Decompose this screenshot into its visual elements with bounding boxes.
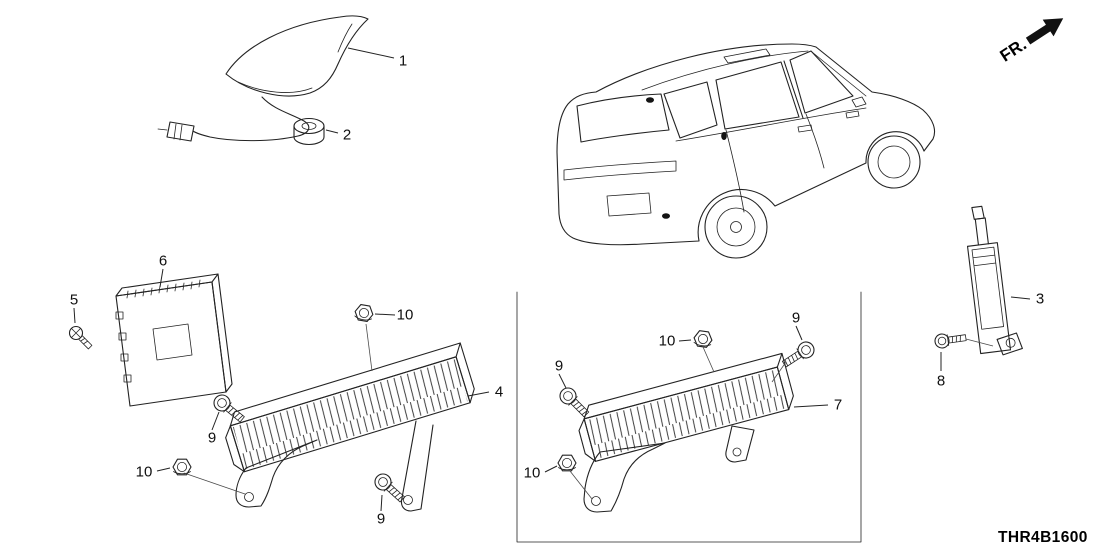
sub-assembly-frame: [516, 291, 862, 543]
callout-2: 2: [342, 126, 352, 144]
fr-arrow-icon: [1026, 18, 1064, 45]
quarter-window: [663, 81, 718, 139]
part-4-amplifier-drawing: [225, 342, 475, 512]
pillar-unit-location-mark: [721, 132, 727, 140]
leader-lines: [73, 47, 1031, 512]
roof-antenna-location-mark: [646, 97, 654, 103]
diagram-code: THR4B1600: [998, 529, 1088, 546]
callout-9b: 9: [376, 510, 386, 528]
part-1-roof-antenna-drawing: [157, 15, 369, 142]
front-door-window: [789, 50, 854, 114]
callout-8: 8: [936, 372, 946, 390]
part-9-bolt-icon-b: [374, 473, 405, 503]
callout-6: 6: [158, 252, 168, 270]
part-3-unit-drawing: [966, 205, 1023, 356]
callout-4: 4: [494, 383, 504, 401]
callout-10d: 10: [523, 464, 541, 482]
part-2-antenna-nut-drawing: [293, 117, 325, 146]
callout-7: 7: [833, 396, 843, 414]
fr-direction-indicator: FR.: [997, 9, 1071, 67]
callout-1: 1: [398, 52, 408, 70]
part-10-nut-icon-b: [172, 458, 192, 476]
callout-9a: 9: [207, 429, 217, 447]
part-5-screw-icon: [68, 325, 93, 350]
part-7-amplifier-drawing: [578, 352, 794, 513]
part-9-bolt-icon-a: [213, 394, 245, 423]
side-mirror: [851, 96, 867, 108]
front-wheel: [867, 135, 921, 189]
part-9-bolt-icon-c: [559, 387, 590, 418]
callout-5: 5: [69, 291, 79, 309]
sliding-door-window: [715, 61, 800, 130]
rear-wheel: [704, 195, 768, 259]
part-7-bracket: [583, 442, 666, 513]
part-9-bolt-icon-d: [781, 341, 815, 368]
part-8-screw-icon: [934, 333, 967, 349]
rear-unit-location-mark: [662, 213, 670, 219]
part-4-bracket-leg: [400, 420, 434, 512]
callout-10b: 10: [135, 463, 153, 481]
vehicle-illustration: [556, 43, 936, 259]
callout-10c: 10: [658, 332, 676, 350]
part-10-nut-icon-a: [354, 303, 374, 323]
part-10-nut-icon-d: [557, 454, 577, 472]
part-4-bracket: [235, 439, 318, 508]
callout-3: 3: [1035, 290, 1045, 308]
part-7-bracket-tab: [725, 425, 755, 463]
part-6-control-unit-drawing: [115, 273, 233, 407]
callout-9d: 9: [791, 309, 801, 327]
callout-9c: 9: [554, 357, 564, 375]
callout-10a: 10: [396, 306, 414, 324]
part-10-nut-icon-c: [693, 330, 713, 348]
rear-window: [576, 93, 670, 143]
